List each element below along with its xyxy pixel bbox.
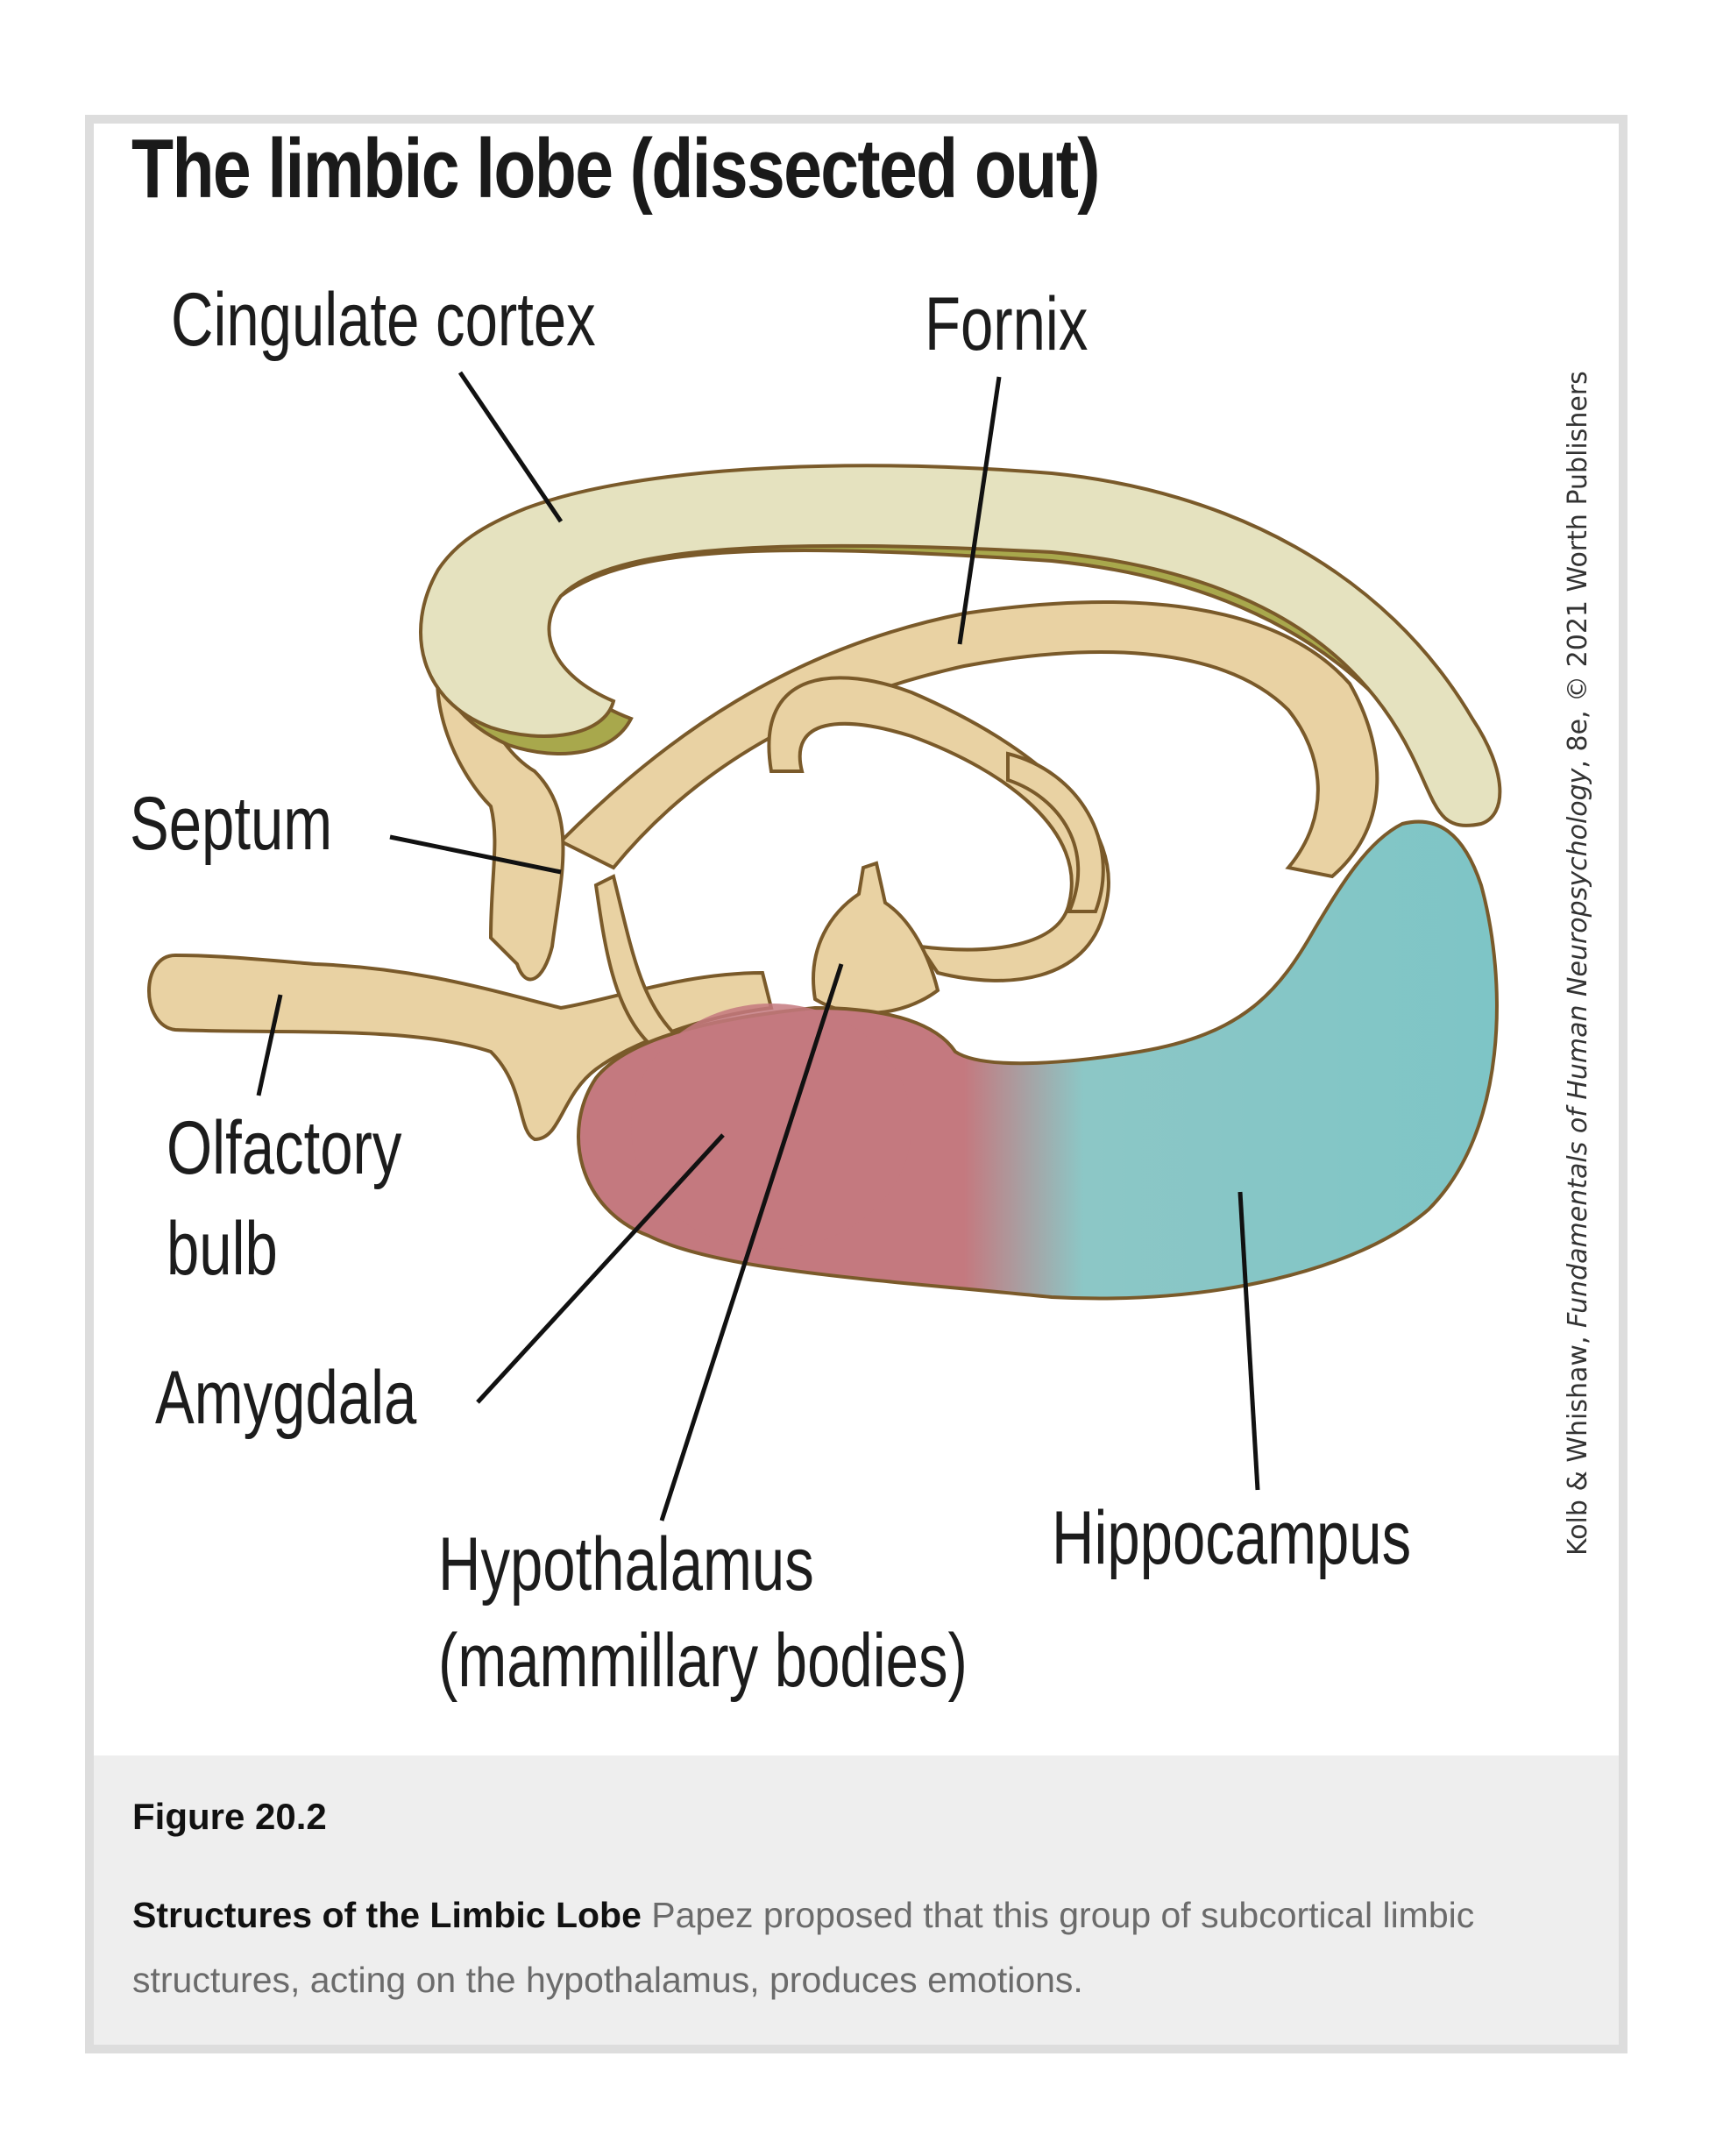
fornix-loop	[767, 676, 1110, 982]
leader-amygdala	[476, 1133, 725, 1404]
figure-credit: Kolb & Whishaw, Fundamentals of Human Ne…	[1563, 371, 1593, 1556]
label-fornix: Fornix	[925, 282, 1089, 366]
figure-number: Figure 20.2	[132, 1796, 327, 1837]
label-olfactory-line1: Olfactory	[167, 1106, 402, 1190]
leader-lines	[256, 371, 1260, 1521]
credit-authors: Kolb & Whishaw,	[1563, 1327, 1593, 1557]
label-hypothalamus-line2: (mammillary bodies)	[438, 1619, 968, 1703]
leader-hippocampus	[1237, 1191, 1260, 1491]
label-cingulate-cortex: Cingulate cortex	[171, 278, 596, 362]
leader-septum	[389, 834, 562, 875]
amygdala	[631, 1004, 911, 1249]
cingulate-top	[419, 464, 1502, 827]
label-amygdala: Amygdala	[155, 1356, 417, 1440]
leader-hypothalamus	[659, 963, 844, 1521]
caption-heading: Structures of the Limbic Lobe	[132, 1895, 642, 1935]
fornix-arch	[557, 600, 1379, 879]
leader-fornix	[957, 376, 1002, 645]
credit-edition: , 8e, © 2021 Worth Publishers	[1563, 371, 1593, 769]
cingulate-cortex	[419, 464, 1502, 827]
leader-olfactory	[256, 994, 283, 1096]
leader-cingulate	[457, 371, 564, 523]
label-hippocampus: Hippocampus	[1052, 1496, 1412, 1580]
olfactory-bulb	[147, 953, 774, 1142]
label-olfactory-line2: bulb	[167, 1207, 278, 1291]
figure-title: The limbic lobe (dissected out)	[131, 122, 1101, 216]
credit-book-title: Fundamentals of Human Neuropsychology	[1563, 768, 1593, 1328]
amygdala-hippocampus	[577, 819, 1499, 1301]
label-septum: Septum	[130, 782, 333, 866]
caption-text: Structures of the Limbic Lobe Papez prop…	[132, 1883, 1570, 2012]
fornix-loop-2	[1006, 751, 1105, 913]
caption-body: Papez proposed that this group of subcor…	[132, 1895, 1475, 2000]
figure-caption: Figure 20.2 Structures of the Limbic Lob…	[94, 1755, 1619, 2045]
label-hypothalamus-line1: Hypothalamus	[438, 1522, 814, 1606]
